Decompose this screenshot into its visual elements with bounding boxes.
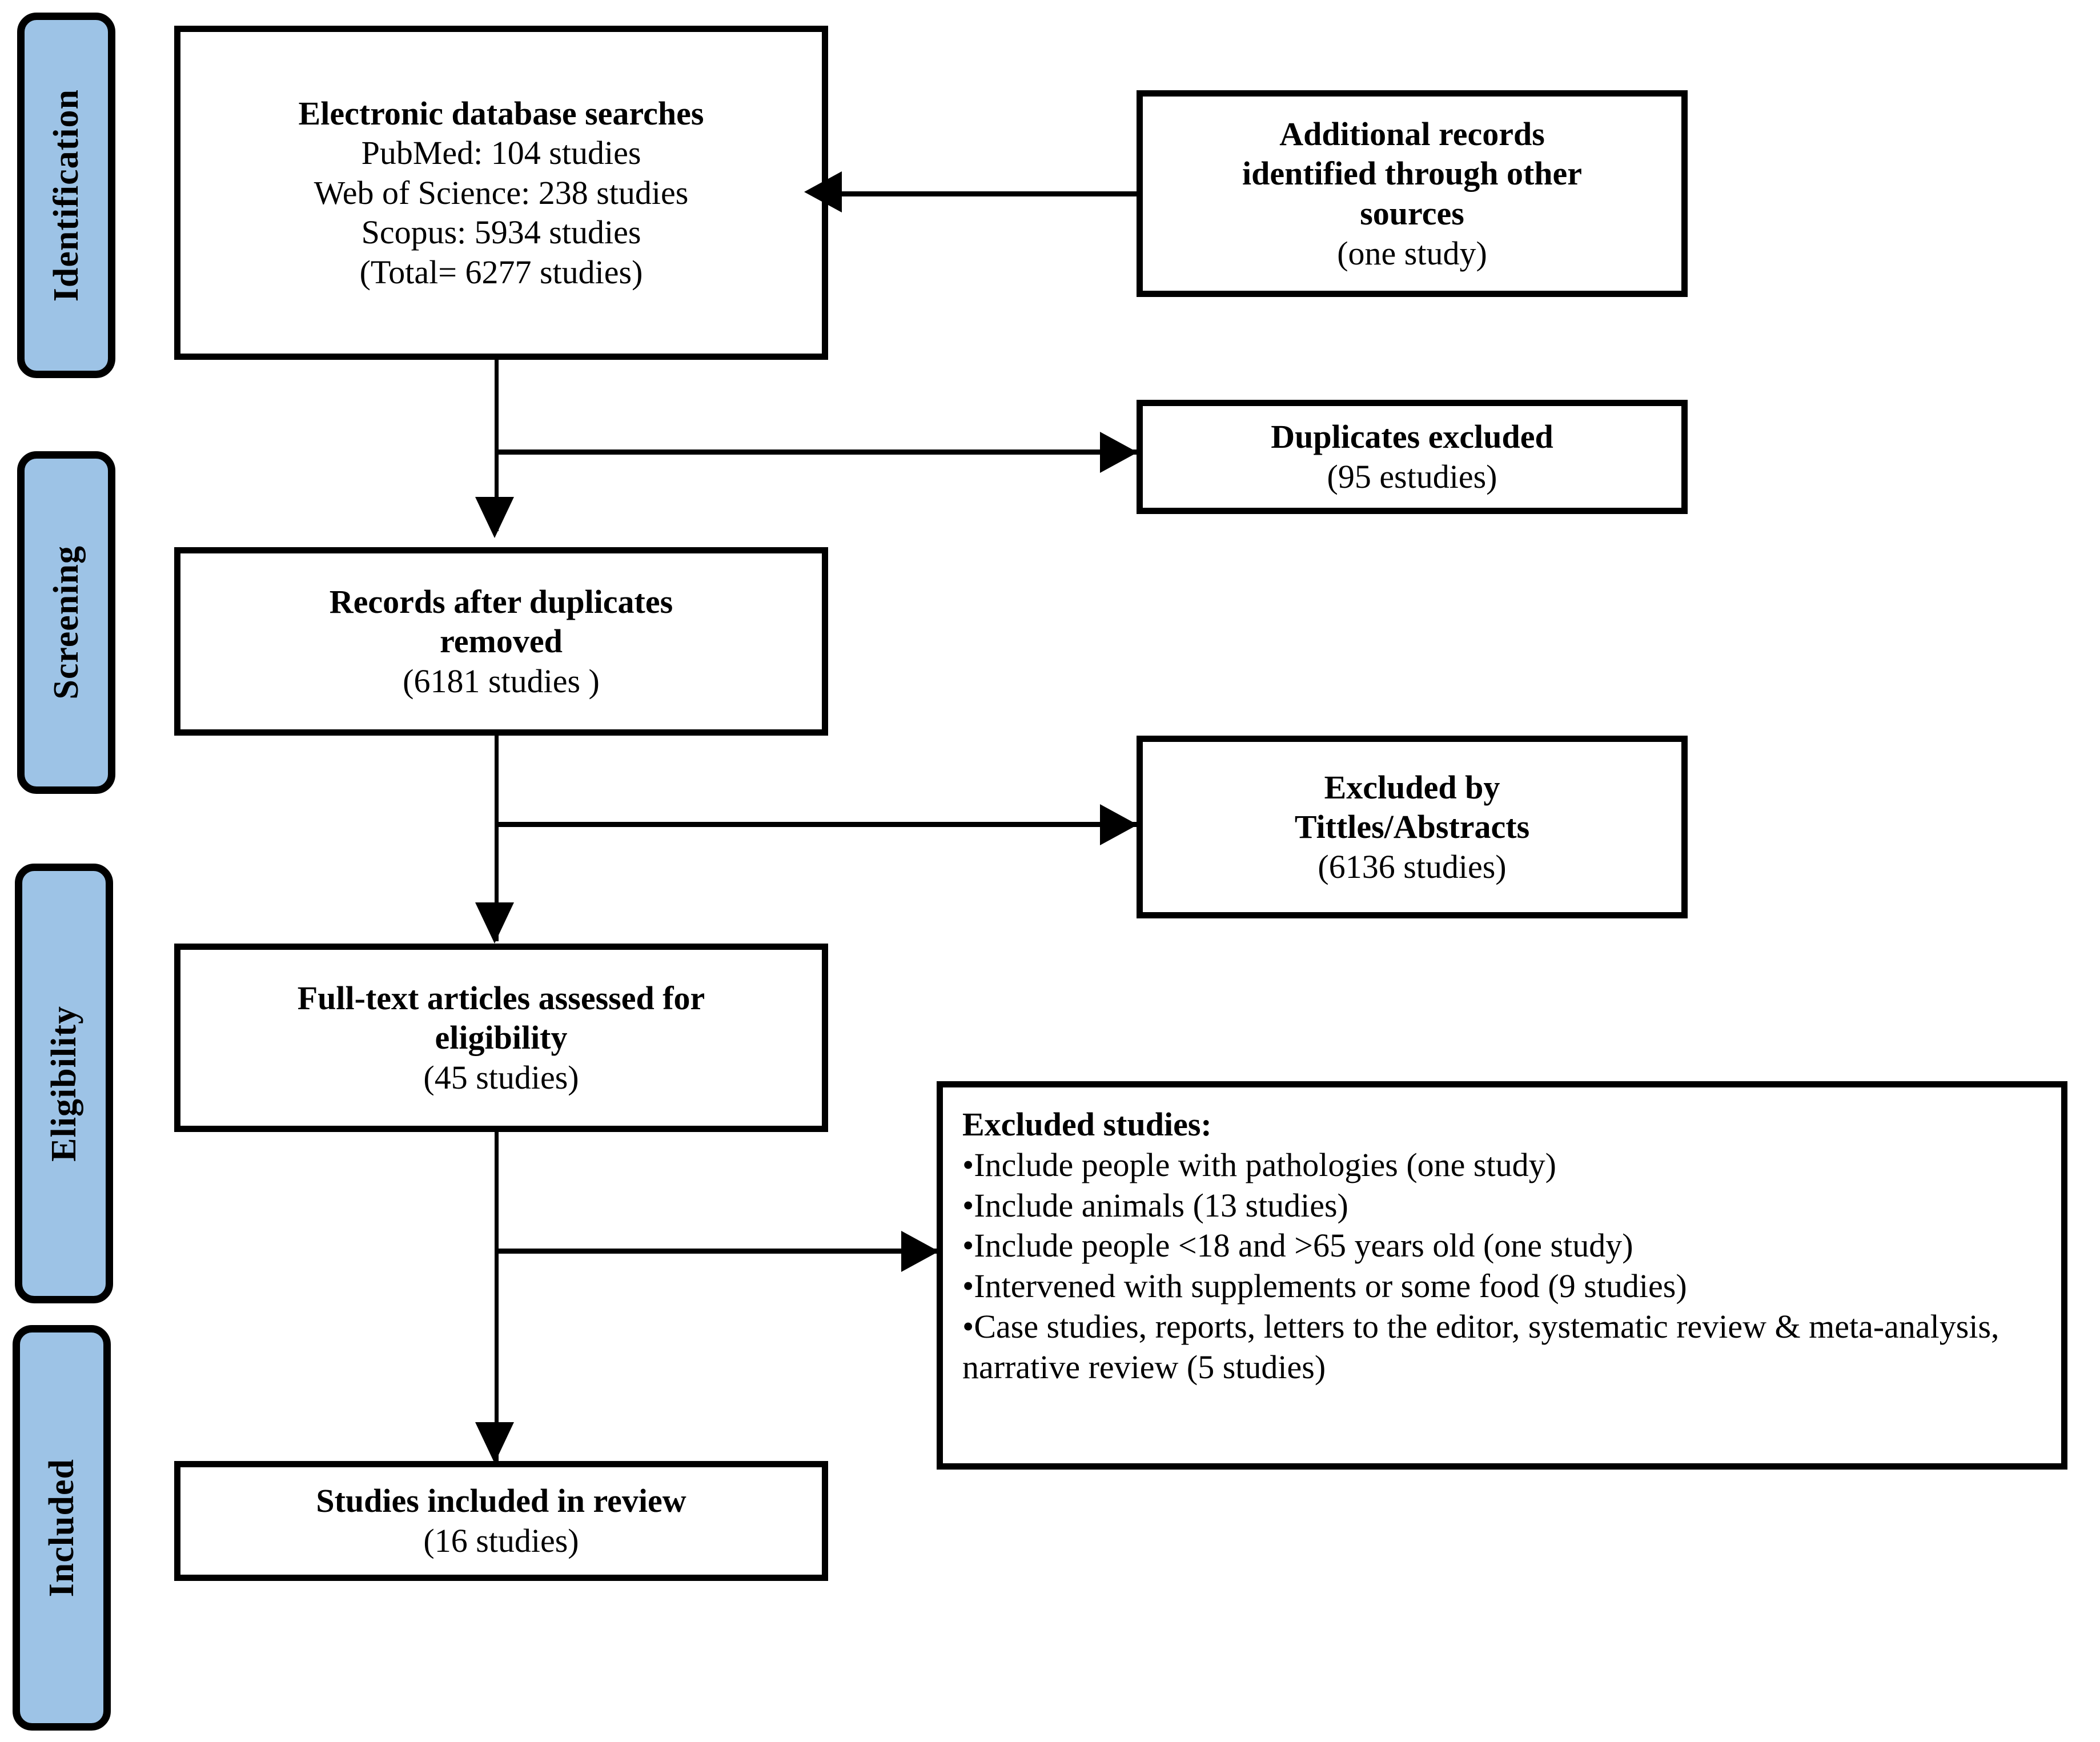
ft-line-1: Full-text articles assessed for [297, 979, 705, 1017]
arrowhead-down-to-records [475, 497, 514, 538]
dup-line-count: (95 estudies) [1327, 458, 1497, 495]
db-line-title: Electronic database searches [298, 94, 704, 132]
box-studies-included: Studies included in review (16 studies) [174, 1461, 828, 1581]
bullet-icon-2: • [962, 1186, 974, 1224]
box-excluded-titles-abstracts: Excluded by Tittles/Abstracts (6136 stud… [1137, 736, 1688, 918]
addrec-line-2: identified through other [1242, 155, 1583, 192]
connector-fulltext-to-included [495, 1132, 499, 1463]
box-fulltext-assessed: Full-text articles assessed for eligibil… [174, 944, 828, 1132]
stage-badge-eligibility: Eligibility [15, 864, 113, 1303]
si-line-1: Studies included in review [316, 1482, 686, 1520]
db-line-total: (Total= 6277 studies) [359, 253, 643, 291]
db-line-scopus: Scopus: 5934 studies [361, 214, 641, 251]
bullet-icon-5: • [962, 1307, 974, 1345]
excluded-studies-heading: Excluded studies: [962, 1106, 1212, 1143]
excluded-studies-item-5-text: Case studies, reports, letters to the ed… [962, 1307, 1999, 1386]
arrowhead-right-to-excluded-studies [901, 1231, 939, 1272]
bullet-icon-3: • [962, 1227, 974, 1265]
db-line-wos: Web of Science: 238 studies [314, 174, 689, 211]
stage-label-included: Included [42, 1458, 81, 1597]
box-database-searches: Electronic database searches PubMed: 104… [174, 26, 828, 360]
dup-line-title: Duplicates excluded [1271, 418, 1553, 456]
excluded-studies-item-5: •Case studies, reports, letters to the e… [962, 1307, 2046, 1388]
box-records-after-duplicates: Records after duplicates removed (6181 s… [174, 547, 828, 736]
addrec-line-1: Additional records [1279, 115, 1545, 152]
eta-line-3: (6136 studies) [1318, 848, 1507, 885]
db-line-pubmed: PubMed: 104 studies [361, 134, 641, 172]
stage-label-eligibility: Eligibility [45, 1005, 83, 1162]
stage-badge-included: Included [13, 1325, 111, 1731]
box-excluded-studies: Excluded studies: •Include people with p… [937, 1081, 2067, 1470]
bullet-icon-1: • [962, 1146, 974, 1183]
excluded-studies-item-3: •Include people <18 and >65 years old (o… [962, 1226, 2046, 1266]
connector-records-to-duplicates [495, 449, 1138, 455]
excluded-studies-item-1: •Include people with pathologies (one st… [962, 1145, 2046, 1186]
arrowhead-right-to-excluded-ta [1100, 804, 1138, 845]
arrowhead-left-to-search [804, 171, 842, 212]
connector-fulltext-to-excluded-ta [495, 822, 1138, 827]
addrec-line-4: (one study) [1337, 234, 1487, 272]
si-line-2: (16 studies) [423, 1522, 579, 1559]
ft-line-2: eligibility [435, 1019, 568, 1057]
arrowhead-down-to-included [475, 1422, 514, 1463]
addrec-line-3: sources [1360, 195, 1464, 232]
box-additional-records: Additional records identified through ot… [1137, 90, 1688, 297]
excluded-studies-item-4: •Intervened with supplements or some foo… [962, 1266, 2046, 1307]
stage-badge-identification: Identification [17, 13, 115, 378]
rad-line-3: (6181 studies ) [403, 662, 600, 700]
rad-line-2: removed [440, 623, 563, 660]
arrowhead-down-to-fulltext [475, 902, 514, 944]
connector-records-to-fulltext [495, 736, 499, 941]
bullet-icon-4: • [962, 1267, 974, 1305]
eta-line-2: Tittles/Abstracts [1294, 808, 1530, 846]
connector-to-excluded-studies [495, 1249, 938, 1254]
excluded-studies-item-2-text: Include animals (13 studies) [974, 1186, 1348, 1224]
rad-line-1: Records after duplicates [329, 583, 673, 620]
ft-line-3: (45 studies) [423, 1058, 579, 1096]
stage-label-screening: Screening [47, 545, 86, 700]
excluded-studies-item-2: •Include animals (13 studies) [962, 1186, 2046, 1226]
stage-badge-screening: Screening [17, 451, 115, 794]
connector-additional-to-search [841, 191, 1138, 196]
eta-line-1: Excluded by [1324, 768, 1500, 806]
connector-search-to-records [495, 360, 499, 531]
arrowhead-right-to-duplicates [1100, 432, 1138, 473]
excluded-studies-item-1-text: Include people with pathologies (one stu… [974, 1146, 1556, 1183]
stage-label-identification: Identification [47, 89, 86, 302]
excluded-studies-item-3-text: Include people <18 and >65 years old (on… [974, 1227, 1633, 1265]
excluded-studies-item-4-text: Intervened with supplements or some food… [974, 1267, 1687, 1305]
box-duplicates-excluded: Duplicates excluded (95 estudies) [1137, 400, 1688, 514]
